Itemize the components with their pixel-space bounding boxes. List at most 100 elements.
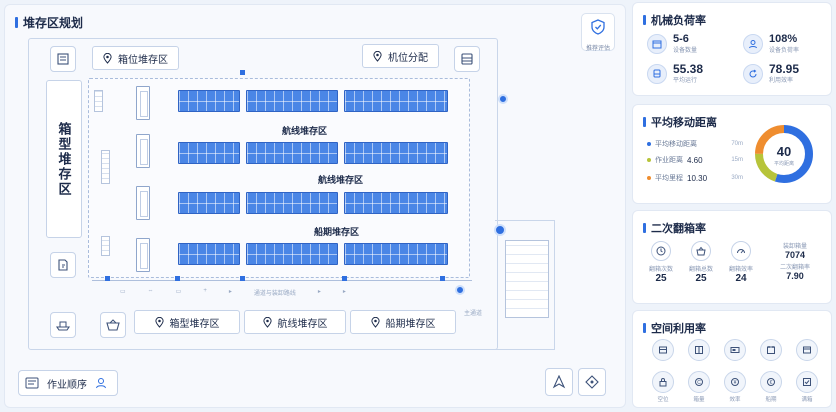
metric-label: 设备负荷率 — [769, 48, 800, 54]
rack-block[interactable] — [246, 142, 338, 164]
yard-crane[interactable] — [136, 238, 150, 272]
flip-summary-value: 7074 — [784, 250, 806, 260]
metric-value: 78.95 — [769, 62, 800, 76]
bottom-tag-route[interactable]: 航线堆存区 — [244, 310, 346, 334]
rack-block[interactable] — [178, 142, 240, 164]
bottom-tag-box-type[interactable]: 箱型堆存区 — [134, 310, 240, 334]
space-item[interactable] — [649, 339, 677, 363]
route-node[interactable] — [498, 94, 508, 104]
gate-container-area[interactable] — [505, 240, 549, 318]
space-item[interactable]: 满箱 — [793, 371, 821, 403]
route-hint-text: 通道与装卸路线 — [253, 291, 296, 297]
marker-point[interactable] — [175, 276, 180, 281]
flip-summary-label: 装卸箱量 — [782, 244, 807, 250]
donut-center-value: 40 — [777, 144, 791, 159]
building-icon[interactable] — [50, 46, 76, 72]
yard-floor-extension — [495, 220, 555, 350]
legend-bullet — [647, 176, 651, 180]
page-title: 堆存区规划 — [15, 14, 83, 31]
metric-item: 108%设备负荷率 — [743, 33, 799, 54]
evaluate-button-label: 推荐评估 — [585, 46, 610, 52]
location-pin-icon — [370, 316, 380, 328]
tag-box-zone[interactable]: 箱位堆存区 — [92, 46, 179, 70]
card-move-distance: 平均移动距离 平均移动距离 70m 作业距离 4.60 15m 平均里程 10.… — [632, 104, 832, 204]
compass-icon — [585, 375, 599, 389]
work-order-button[interactable]: 作业顺序 — [18, 370, 118, 396]
card-title: 平均移动距离 — [643, 114, 717, 130]
route-node[interactable] — [494, 224, 506, 236]
rail-line — [92, 280, 472, 281]
locate-button[interactable] — [578, 368, 606, 396]
rack-block[interactable] — [246, 192, 338, 214]
rack-block[interactable] — [178, 90, 240, 112]
coin-icon: C — [688, 371, 710, 393]
space-item[interactable] — [685, 339, 713, 363]
clock-icon — [651, 241, 671, 261]
yard-floor-outline — [28, 38, 498, 350]
flip-label: 翻箱效率 — [728, 267, 753, 273]
bottom-tag-schedule[interactable]: 船期堆存区 — [350, 310, 456, 334]
location-pin-icon — [103, 52, 112, 64]
document-icon[interactable] — [50, 252, 76, 278]
rack-block[interactable] — [344, 90, 448, 112]
space-item[interactable] — [721, 339, 749, 363]
donut-center-label: 平均距离 — [774, 160, 794, 167]
money-icon: ¥ — [724, 371, 746, 393]
flip-item: 翻箱总数 25 — [681, 241, 721, 284]
rack-row-1 — [178, 90, 448, 112]
bottom-tag-label: 船期堆存区 — [385, 318, 436, 330]
marker-point[interactable] — [105, 276, 110, 281]
yard-crane[interactable] — [136, 186, 150, 220]
distance-label: 平均移动距离 — [655, 141, 697, 148]
svg-text:C: C — [697, 380, 701, 386]
basket-icon[interactable] — [100, 312, 126, 338]
row-label: 航线堆存区 — [318, 175, 364, 185]
rack-block[interactable] — [344, 192, 448, 214]
yard-crane[interactable] — [136, 86, 150, 120]
container-stack — [101, 150, 110, 184]
tag-berth-allocation[interactable]: 机位分配 — [362, 44, 439, 68]
space-item[interactable]: ¥ 效率 — [721, 371, 749, 403]
server-icon[interactable] — [454, 46, 480, 72]
box-type-zone-vertical[interactable]: 箱型堆存区 — [46, 80, 82, 238]
card-reshuffle-rate: 二次翻箱率 翻箱次数 25 翻箱总数 25 翻箱效率 24 装卸箱量 7074 … — [632, 210, 832, 304]
marker-point[interactable] — [440, 276, 445, 281]
route-hint: ▭⇔▭+▸ 通道与装卸路线 ▸▸ — [120, 288, 346, 297]
rack-block[interactable] — [344, 243, 448, 265]
gauge-icon — [731, 241, 751, 261]
navigate-button[interactable] — [545, 368, 573, 396]
location-pin-icon — [373, 50, 382, 62]
location-pin-icon — [262, 316, 272, 328]
list-icon — [25, 377, 39, 389]
navigation-icon — [552, 375, 566, 389]
space-item[interactable] — [757, 339, 785, 363]
evaluate-button[interactable]: 推荐评估 — [581, 13, 615, 52]
rack-block[interactable] — [344, 142, 448, 164]
space-item[interactable]: 空位 — [649, 371, 677, 403]
hint-glyph: ▸ — [342, 289, 346, 295]
metric-value: 55.38 — [673, 62, 704, 76]
marker-point[interactable] — [240, 276, 245, 281]
marker-point[interactable] — [342, 276, 347, 281]
rack-block[interactable] — [178, 192, 240, 214]
flip-summary-label: 二次翻箱率 — [779, 265, 810, 271]
rack-block[interactable] — [246, 90, 338, 112]
space-item[interactable]: €船期 — [757, 371, 785, 403]
flip-item: 翻箱次数 25 — [641, 241, 681, 284]
distance-item: 平均移动距离 70m — [647, 139, 743, 149]
rack-block[interactable] — [246, 243, 338, 265]
space-item[interactable] — [793, 339, 821, 363]
tag-box-zone-label: 箱位堆存区 — [118, 54, 168, 66]
flip-label: 翻箱次数 — [648, 267, 673, 273]
space-label: 效率 — [729, 397, 741, 403]
calendar-icon — [647, 33, 667, 54]
rack-block[interactable] — [178, 243, 240, 265]
grid-icon — [688, 339, 710, 361]
space-label: 空位 — [657, 397, 669, 403]
yard-crane[interactable] — [136, 134, 150, 168]
route-node[interactable] — [455, 285, 465, 295]
ship-icon[interactable] — [50, 312, 76, 338]
space-label: 箱量 — [693, 397, 705, 403]
marker-point[interactable] — [240, 70, 245, 75]
space-item[interactable]: C 箱量 — [685, 371, 713, 403]
